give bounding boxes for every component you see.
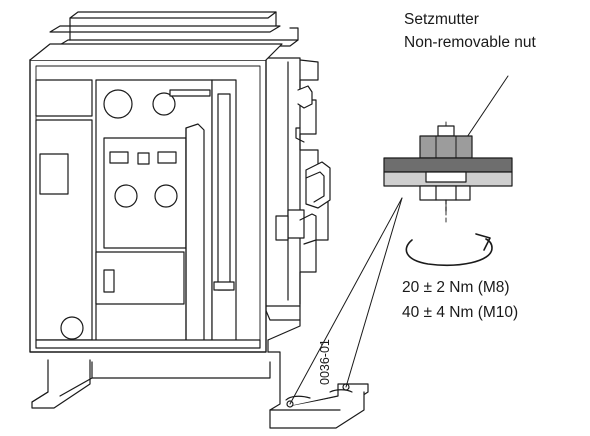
control-knob-left xyxy=(114,184,138,208)
bolt-head xyxy=(419,185,471,201)
upper-plate xyxy=(383,157,513,173)
nut-assembly-detail xyxy=(383,121,513,223)
bolt-hole-left xyxy=(286,400,294,408)
figure-code: 0036-01 xyxy=(318,339,332,385)
torque-m8-label: 20 ± 2 Nm (M8) xyxy=(402,279,510,296)
lower-left-button xyxy=(60,316,84,340)
leader-lines xyxy=(289,75,509,405)
torque-rotation-arrow xyxy=(405,233,493,267)
bolt-hole-right xyxy=(342,383,350,391)
top-meter-left xyxy=(103,89,133,119)
indicator-2 xyxy=(137,152,150,165)
control-knob-right xyxy=(154,184,178,208)
indicator-3 xyxy=(157,151,177,164)
mounting-rails xyxy=(31,351,369,429)
top-meter-right xyxy=(152,92,176,116)
operating-handle xyxy=(185,123,205,345)
torque-m10-label: 40 ± 4 Nm (M10) xyxy=(402,304,518,321)
nut-label-german: Setzmutter xyxy=(404,11,479,28)
circuit-breaker xyxy=(29,11,331,353)
set-nut xyxy=(419,135,473,159)
nut-label-english: Non-removable nut xyxy=(404,34,537,51)
indicator-1 xyxy=(109,151,129,164)
